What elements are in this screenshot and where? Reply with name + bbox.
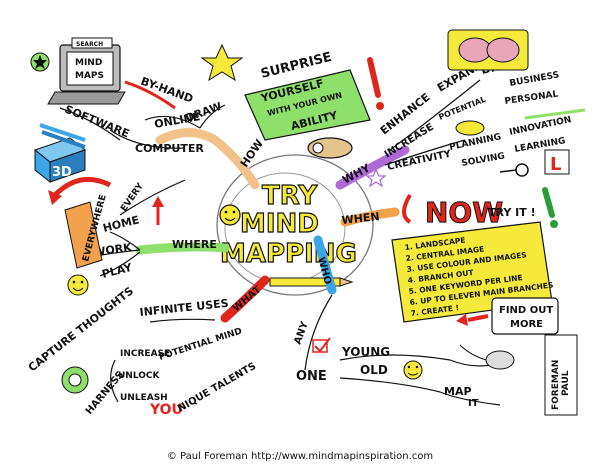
smiley-icon-right [403,360,423,380]
pencil-icon [269,277,354,287]
central-title-line2: MIND [240,209,319,239]
learner-plate-label: L [550,154,561,175]
telescope-icon [307,137,353,159]
smiley-icon-left [67,274,89,296]
one-label: ONE [296,369,327,384]
three-d-label: 3D [52,165,72,180]
when-label: WHEN [341,210,380,227]
computer-label: COMPUTER [135,142,204,155]
how-label: HOW [238,137,266,170]
mouse-icon [459,344,515,370]
sun-icon [61,366,89,394]
solving-label: SOLVING [461,151,506,168]
every-label: EVERY [119,181,146,214]
branch-when: WHEN NOW TRY IT ! 1. LANDSCAPE 2. CENTRA… [340,187,559,335]
play-label: PLAY [101,261,135,281]
star-smiley-icon [200,43,244,82]
steps-note: 1. LANDSCAPE 2. CENTRAL IMAGE 3. USE COL… [391,221,554,323]
home-label: HOME [102,213,141,235]
find-out-label: FIND OUT [499,305,553,316]
young-label: YOUNG [341,345,390,359]
where-label: WHERE [172,238,217,251]
learner-plate-icon: L [544,149,570,175]
nique-talents-label: NIQUE TALENTS [176,361,258,415]
innovation-label: INNOVATION [509,115,573,138]
lightbulb-icon [455,120,485,136]
planning-label: PLANNING [449,132,503,153]
try-it-label: TRY IT ! [488,206,536,219]
signature-line2: FOREMAN [551,360,561,410]
branch-who: WHO ANY ONE YOUNG OLD MAP IT [292,235,515,409]
work-label: WORK [93,241,133,259]
signature-box: PAUL FOREMAN [544,334,578,416]
you-label: YOU [149,402,183,418]
it-label: IT [468,398,479,409]
find-out-more-box: FIND OUT MORE [456,297,559,335]
any-label: ANY [292,320,311,346]
star-icon [30,52,50,72]
unleash-label: UNLEASH [120,393,168,403]
more-label: MORE [510,319,543,330]
what-increase-label: INCREASE [120,349,170,359]
central-title-line1: TRY [262,181,318,211]
map-label: MAP [444,385,472,398]
personal-label: PERSONAL [504,90,559,107]
laptop-search-label: SEARCH [76,41,103,48]
laptop-text-line2: MAPS [75,71,104,81]
unlock-label: UNLOCK [118,371,161,381]
magnifier-icon [499,163,529,177]
surprise-note: SURPRISE YOURSELF WITH YOUR OWN ABILITY [200,43,384,141]
branch-where: WHERE HOME WORK PLAY EVERY EVERYWHERE [48,176,230,296]
potential-mind-label: POTENTIAL MIND [158,327,244,363]
branch-what: WHAT INFINITE USES CAPTURE THOUGHTS HARN… [26,275,270,418]
laptop-text-line1: MIND [75,58,102,68]
footer-credit: © Paul Foreman http://www.mindmapinspira… [166,451,434,462]
old-label: OLD [360,363,388,377]
infinite-uses-label: INFINITE USES [139,297,229,319]
brain-icon [447,29,529,71]
checkbox-icon [312,337,331,353]
capture-thoughts-label: CAPTURE THOUGHTS [26,284,136,374]
central-title-line3: MAPPING [220,239,357,269]
branch-why: WHY ENHANCE EXPAND BRAIN INCREASE POTENT… [335,29,586,190]
arrows-icon [524,108,586,120]
now-label: NOW [425,196,503,229]
smiley-icon [219,204,241,226]
signature-line1: PAUL [561,370,571,396]
what-label: WHAT [231,284,264,314]
small-star-icon [365,168,387,188]
business-label: BUSINESS [509,70,560,89]
laptop-icon: SEARCH MIND MAPS [47,37,126,105]
pencils-icon [39,123,86,149]
central-topic: TRY MIND MAPPING [216,137,374,296]
